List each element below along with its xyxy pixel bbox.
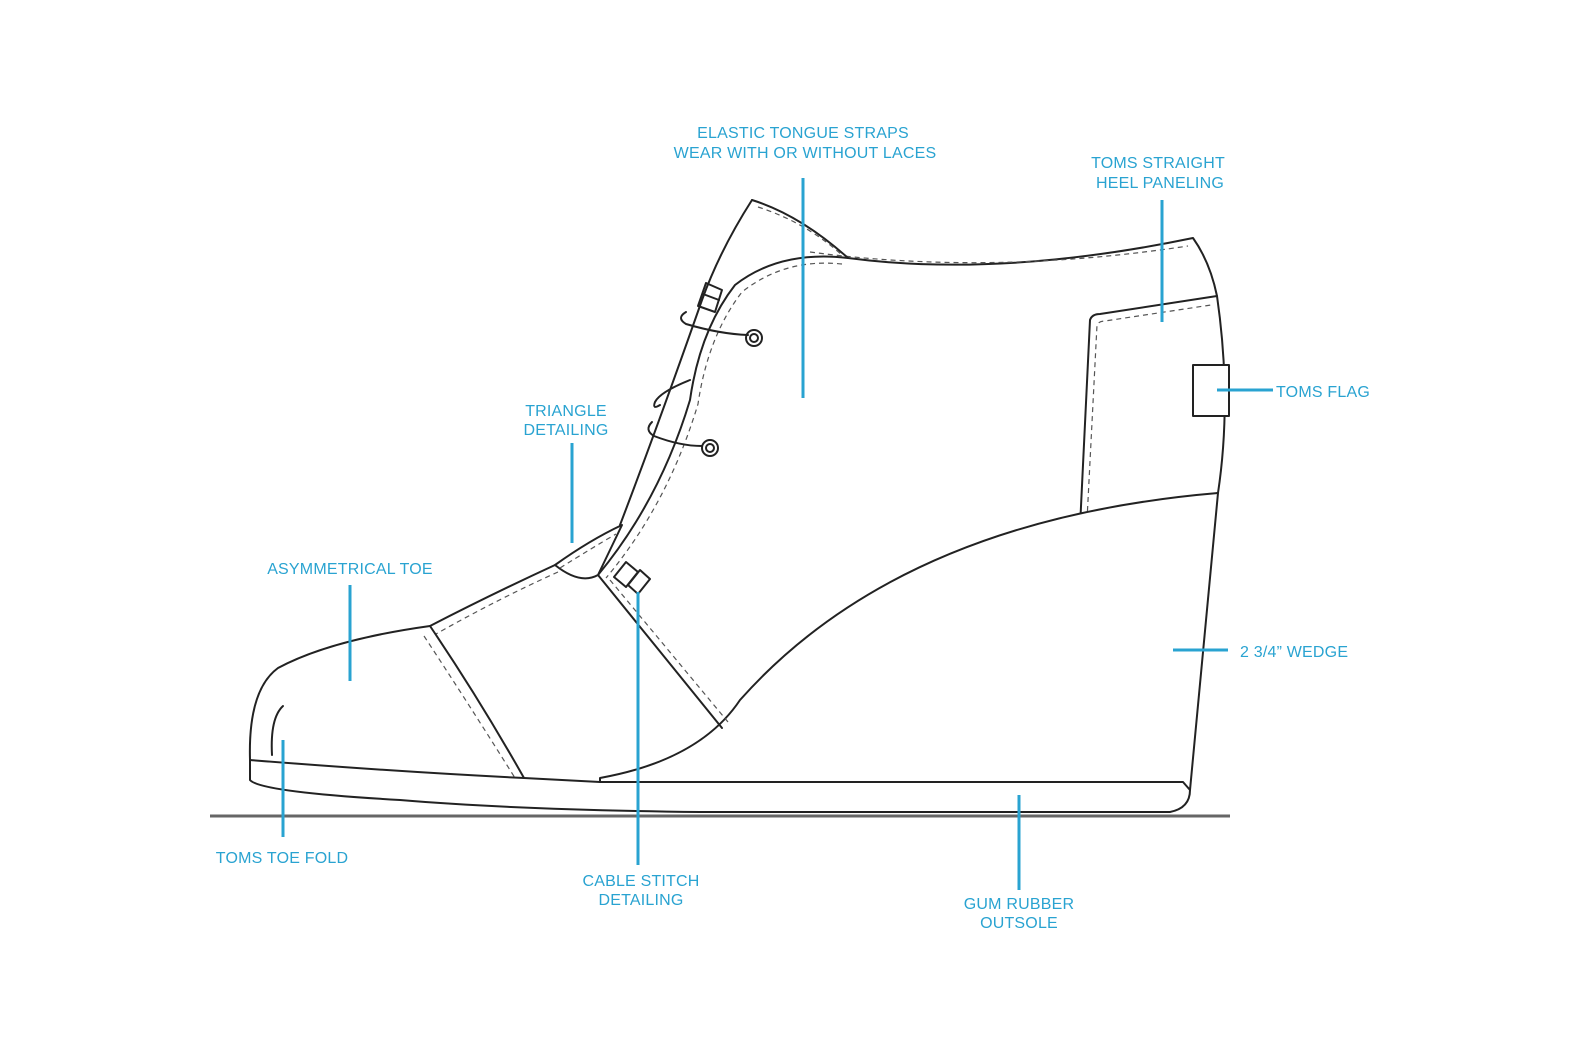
toe-cap-stitch — [423, 635, 516, 779]
callout-toe-fold-label: TOMS TOE FOLD — [216, 850, 348, 867]
elastic-strap-middle — [653, 379, 691, 408]
lace-panel-front — [619, 199, 753, 526]
callout-triangle-detailing-line2: DETAILING — [523, 422, 608, 439]
wedge — [599, 492, 1219, 791]
callout-toms-flag: TOMS FLAG — [1217, 384, 1370, 401]
callout-wedge: 2 3/4” WEDGE — [1173, 644, 1348, 661]
callout-asymmetrical-toe: ASYMMETRICAL TOE — [267, 561, 433, 681]
callout-toe-fold: TOMS TOE FOLD — [216, 740, 348, 867]
callout-cable-stitch: CABLE STITCH DETAILING — [582, 592, 699, 909]
heel-panel-stitch — [1086, 304, 1212, 521]
tongue-stitch — [757, 206, 843, 256]
callout-cable-stitch-line2: DETAILING — [598, 892, 683, 909]
eyelet-bottom — [701, 439, 719, 457]
callout-triangle-detailing-line1: TRIANGLE — [525, 403, 607, 420]
eyelet-top — [745, 329, 763, 347]
callout-heel-paneling-line2: HEEL PANELING — [1096, 175, 1224, 192]
lace-panel-back — [597, 255, 849, 576]
vamp-panel — [597, 574, 723, 729]
tongue — [751, 199, 849, 259]
callout-elastic-tongue-straps: ELASTIC TONGUE STRAPS WEAR WITH OR WITHO… — [674, 125, 937, 398]
midsole-line — [249, 759, 601, 783]
shoe-illustration — [248, 199, 1230, 813]
callout-outsole-line2: OUTSOLE — [980, 915, 1058, 932]
callout-heel-paneling: TOMS STRAIGHT HEEL PANELING — [1091, 155, 1225, 322]
toe-cap — [248, 625, 431, 761]
cable-stitch-box — [613, 561, 651, 595]
lace-panel-stitch — [605, 262, 843, 579]
toe-fold — [270, 705, 284, 756]
forefoot-stitch — [435, 571, 559, 635]
callout-outsole: GUM RUBBER OUTSOLE — [964, 795, 1074, 932]
callout-heel-paneling-line1: TOMS STRAIGHT — [1091, 155, 1225, 172]
callout-asymmetrical-toe-label: ASYMMETRICAL TOE — [267, 561, 433, 578]
eyelet-top-inner — [749, 333, 759, 343]
elastic-strap-bottom — [647, 421, 703, 447]
triangle-detail — [554, 524, 623, 580]
callout-cable-stitch-line1: CABLE STITCH — [582, 873, 699, 890]
callout-elastic-tongue-straps-line1: ELASTIC TONGUE STRAPS — [697, 125, 909, 142]
callout-triangle-detailing: TRIANGLE DETAILING — [523, 403, 608, 543]
callout-wedge-label: 2 3/4” WEDGE — [1240, 644, 1348, 661]
forefoot — [429, 564, 556, 627]
elastic-strap-top — [680, 311, 749, 336]
outsole — [249, 759, 1191, 813]
lace-clip — [697, 282, 723, 313]
callout-elastic-tongue-straps-line2: WEAR WITH OR WITHOUT LACES — [674, 145, 937, 162]
heel-counter — [1079, 295, 1226, 528]
lace-clip-detail — [702, 293, 720, 301]
upper-collar — [847, 237, 1218, 297]
vamp-panel-stitch — [609, 579, 729, 723]
callout-toms-flag-label: TOMS FLAG — [1276, 384, 1370, 401]
collar-stitch — [809, 245, 1189, 264]
toe-cap-seam — [429, 625, 525, 779]
callout-outsole-line1: GUM RUBBER — [964, 896, 1074, 913]
eyelet-bottom-inner — [705, 443, 715, 453]
